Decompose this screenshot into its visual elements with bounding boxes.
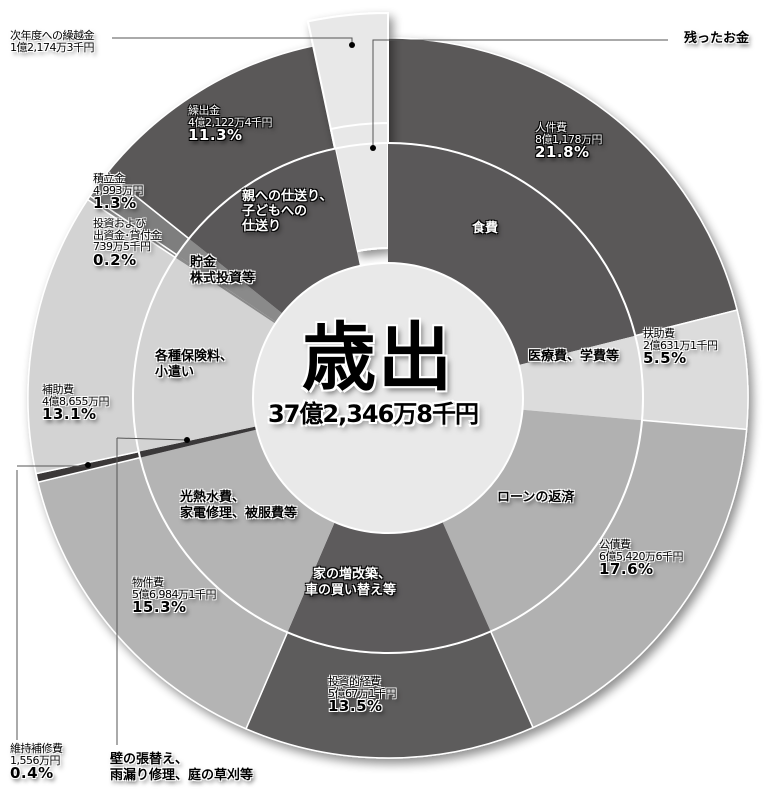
inner-slice: [175, 254, 277, 324]
label-kosaihi: 公債費 6億5,420万6千円 17.6%: [599, 538, 684, 579]
inner-label-shokuhi: 食費: [472, 221, 499, 236]
inner-label-hoken: 各種保険料、 小遣い: [155, 349, 234, 380]
inner-ring: [132, 142, 644, 654]
inner-slice: [140, 429, 335, 633]
inner-label-shiokuri: 親への仕送り、 子どもへの 仕送り: [242, 189, 333, 234]
inner-label-loan: ローンの返済: [497, 490, 575, 505]
label-hojohi: 補助費 4億8,655万円 13.1%: [42, 383, 110, 424]
label-nokotta-okane: 残ったお金: [684, 31, 750, 46]
center-circle: [252, 262, 524, 534]
label-toushi-shusshikin: 投資および 出資金･貸付金 739万5千円 0.2%: [93, 217, 162, 269]
inner-slice: [388, 143, 636, 366]
chart-total: 37億2,346万8千円: [268, 400, 479, 428]
label-toushiteki-keihi: 投資的経費 5億67万1千円 13.5%: [328, 675, 397, 716]
inner-label-kabe: 壁の張替え、 雨漏り修理、庭の草刈等: [110, 752, 254, 783]
inner-label-iryou: 医療費、学費等: [528, 349, 620, 364]
inner-label-ie: 家の増改築、 車の買い替え等: [305, 567, 397, 598]
label-iji-hoshuhi: 維持補修費 1,556万円 0.4%: [10, 742, 63, 783]
inner-slice: [188, 148, 360, 314]
inner-slice: [518, 335, 643, 421]
inner-slice: [138, 426, 257, 458]
outer-ring: [27, 37, 749, 759]
chart-title: 歳出: [302, 315, 454, 401]
inner-slice: [176, 238, 283, 323]
leader-lines: [16, 37, 668, 745]
inner-label-chokin: 貯金 株式投資等: [190, 255, 256, 286]
inner-label-kounetsu: 光熱水費、 家電修理、被服費等: [180, 490, 298, 521]
inner-slice: [442, 409, 643, 632]
inner-slice: [287, 521, 491, 653]
label-tsumitatekin: 積立金 4,993万円 1.3%: [93, 172, 144, 213]
label-jinendo-kurikoshikin: 次年度への繰越金 1億2,174万3千円: [10, 29, 95, 54]
label-kuridashikin: 繰出金 4億2,122万4千円 11.3%: [188, 104, 273, 145]
label-bukenhi: 物件費 5億6,984万1千円 15.3%: [132, 576, 217, 617]
label-fujohi: 扶助費 2億631万1千円 5.5%: [643, 327, 718, 368]
inner-slice: [132, 257, 276, 452]
label-jinkenhi: 人件費 8億1,178万円 21.8%: [535, 121, 603, 162]
